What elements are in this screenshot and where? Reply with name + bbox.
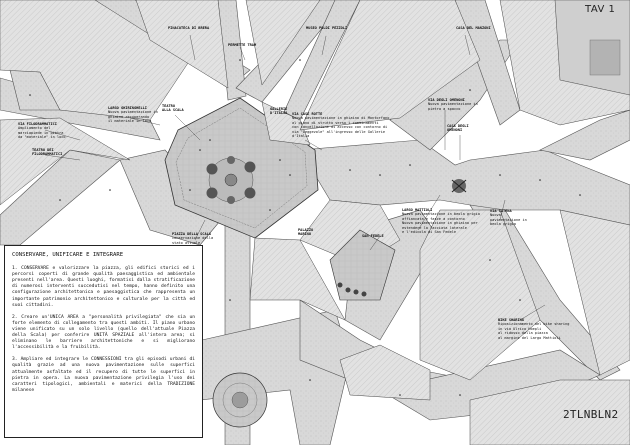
label-permette-tram: PERMETTE TRAM: [228, 43, 257, 47]
concept-paragraph-3: 3. Ampliare ed integrare le CONNESSIONI …: [12, 357, 195, 393]
label-casa-omenoni: CASA DEGLI OMENONI: [447, 124, 469, 133]
lower-circular-plaza: [212, 372, 268, 428]
annotation-leaders: [44, 34, 546, 321]
label-palazzo-marino: PALAZZO MARINO: [298, 228, 314, 237]
concept-textbox: CONSERVARE, UNIFICARE E INTEGRARE 1. CON…: [4, 245, 203, 438]
label-gallerie: GALLERIE D'ITALIA: [270, 107, 288, 116]
monument-largo: [451, 179, 467, 193]
project-code: 2TLNBLN2: [563, 408, 619, 421]
label-teatro-filodrammatici: TEATRO DEI FILODRAMMATICI: [32, 148, 63, 157]
concept-heading: CONSERVARE, UNIFICARE E INTEGRARE: [12, 252, 124, 258]
largo-mattioli-trees: [337, 282, 367, 297]
concept-paragraph-2: 2. Creare un'UNICA AREA a "personalità p…: [12, 314, 195, 351]
people-figures: [29, 59, 581, 396]
label-teatro-scala: TEATRO ALLA SCALA: [162, 104, 184, 113]
largo-mattioli: [329, 229, 396, 301]
sheet-number: TAV 1: [585, 4, 616, 15]
label-pinacoteca: PINACOTECA DI BRERA: [168, 26, 210, 30]
label-poldi-pezzoli: MUSEO POLDI PEZZOLI: [306, 26, 348, 30]
label-san-fedele: SAN FEDELE: [362, 234, 384, 238]
label-casa-manzoni: CASA DEL MANZONI: [456, 26, 491, 30]
concept-paragraph-1: 1. CONSERVARE e valorizzare la piazza, g…: [12, 266, 195, 308]
